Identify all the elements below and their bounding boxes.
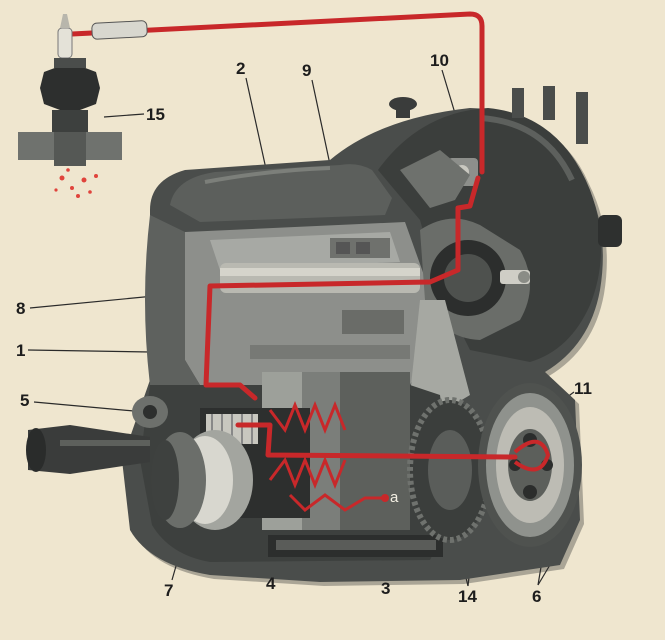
field-coil — [268, 400, 385, 512]
callout-9: 9 — [302, 61, 312, 80]
spark-dot-5 — [76, 194, 80, 198]
support-bracket — [410, 300, 470, 410]
coil-terminal-label: a — [390, 489, 399, 506]
rotor-inner — [444, 254, 492, 302]
plug-insulator — [57, 27, 73, 59]
callout-2: 2 — [236, 59, 246, 78]
marking-plate — [342, 310, 404, 334]
side-stud — [598, 215, 622, 247]
callout-14: 14 — [458, 587, 477, 606]
coil-terminal-point — [381, 494, 389, 502]
callout-1: 1 — [16, 341, 26, 360]
spark-dot-8 — [66, 168, 70, 172]
callout-5: 5 — [20, 391, 30, 410]
gear-hub — [428, 430, 472, 510]
spark-plug-icon — [18, 14, 122, 166]
leader-2 — [245, 77, 269, 179]
leader-1 — [27, 349, 151, 353]
breaker-slot-1 — [336, 242, 350, 254]
stator-ring-back — [151, 440, 179, 520]
callout-4: 4 — [266, 574, 276, 593]
top-cover-highlight — [204, 166, 331, 184]
coil-winding-bottom — [268, 455, 347, 490]
spark-dot-2 — [70, 186, 74, 190]
spark-dot-4 — [94, 174, 98, 178]
leader-15 — [103, 113, 145, 118]
shaft-end — [26, 428, 46, 472]
pipe-3 — [576, 92, 588, 144]
cooling-fins — [250, 345, 410, 359]
shaft-highlight — [60, 440, 150, 446]
primary-wire — [203, 175, 481, 401]
terminal-bracket — [400, 150, 470, 208]
coil-winding-top — [268, 400, 347, 435]
spark-dot-1 — [59, 175, 65, 181]
plug-hex — [40, 66, 100, 110]
leader-5 — [33, 401, 146, 413]
coil-lead — [288, 493, 385, 512]
callout-7: 7 — [164, 581, 174, 600]
left-boss-hole — [143, 405, 157, 419]
callout-8: 8 — [16, 299, 26, 318]
filler-stem — [396, 104, 410, 118]
ignition-wiring — [69, 11, 518, 460]
spark-icon — [54, 168, 98, 198]
pipe-1 — [512, 88, 524, 118]
callout-15: 15 — [146, 105, 165, 124]
cam-shaft — [220, 263, 420, 293]
spark-dot-7 — [54, 188, 58, 192]
callout-11: 11 — [574, 379, 592, 398]
plug-thread — [54, 132, 86, 166]
dome-highlight — [479, 115, 575, 182]
spark-dot-3 — [81, 177, 87, 183]
contact-screw — [518, 271, 530, 283]
secondary-wire — [235, 422, 518, 460]
pulley-bolt-2 — [523, 485, 537, 499]
cam-shaft-highlight — [220, 268, 420, 276]
pipe-2 — [543, 86, 555, 120]
drive-shaft — [28, 425, 150, 474]
callout-10: 10 — [430, 51, 449, 70]
base-rail-grille — [276, 540, 436, 550]
pulley-wire-loop — [513, 439, 551, 472]
callout-6: 6 — [532, 587, 542, 606]
lead-connector — [91, 20, 148, 40]
plug-body — [52, 110, 88, 132]
drum-shade — [340, 372, 410, 530]
spark-dot-6 — [88, 190, 92, 194]
breaker-slot-2 — [356, 242, 370, 254]
plug-tip — [60, 14, 70, 28]
callout-3: 3 — [381, 579, 391, 598]
left-wall — [145, 215, 200, 385]
ht-lead — [69, 11, 485, 175]
plug-collar — [54, 58, 86, 68]
